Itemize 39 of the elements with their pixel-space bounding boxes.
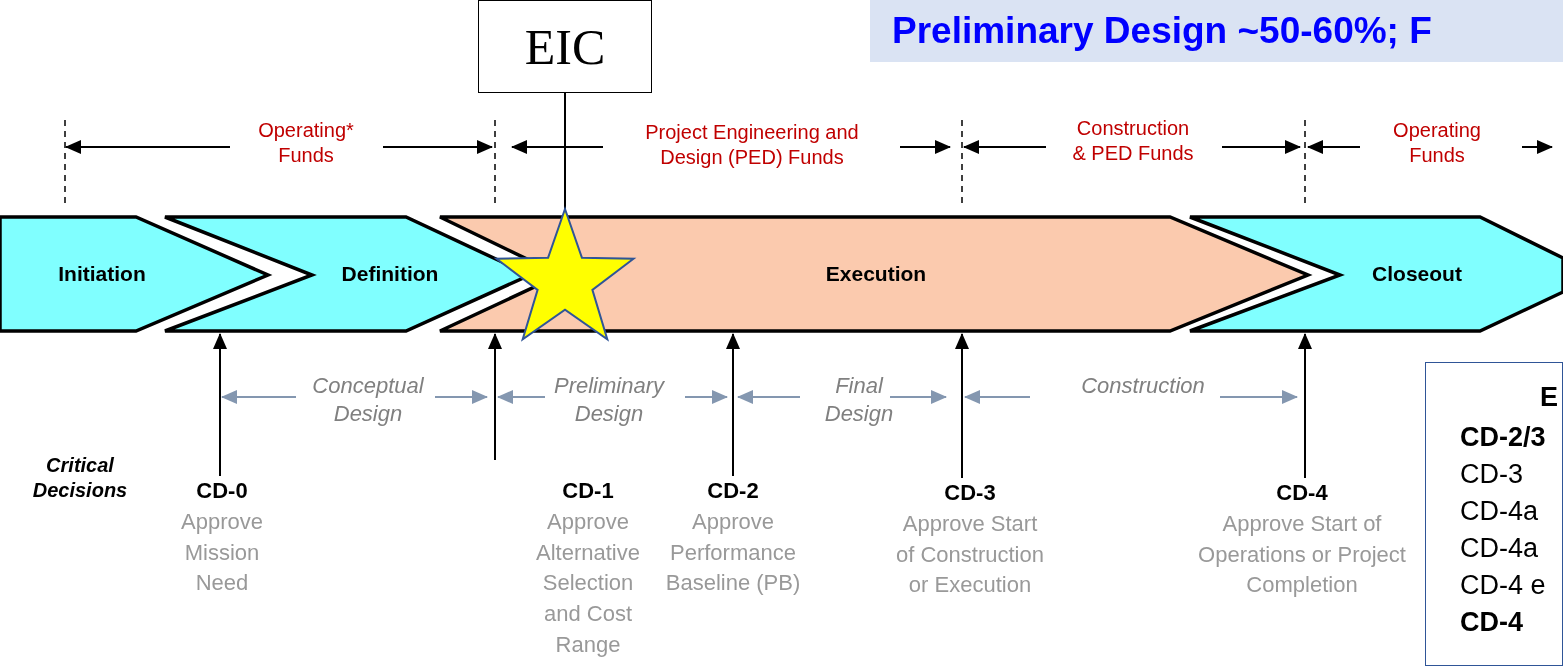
phase-label: Definition [341, 262, 439, 286]
funding-label: Operating* Funds [257, 118, 355, 168]
funding-label: Operating Funds [1392, 118, 1482, 168]
decision-description: Approve Mission Need [180, 507, 264, 598]
arrow [1298, 333, 1312, 479]
arrow [955, 333, 969, 479]
note-heading: E [1540, 381, 1558, 413]
decision-code: CD-4 [1275, 479, 1329, 507]
phase-label: Closeout [1372, 262, 1462, 286]
decision-code: CD-1 [561, 477, 615, 505]
title-banner: Preliminary Design ~50-60%; F [870, 0, 1563, 62]
decision-description: Approve Performance Baseline (PB) [664, 507, 802, 598]
decision-code: CD-3 [943, 479, 997, 507]
decision-code: CD-0 [195, 477, 249, 505]
decision-description: Approve Start of Operations or Project Completion [1197, 509, 1407, 600]
phase-span-label: Preliminary Design [553, 372, 666, 427]
decision-code: CD-2 [706, 477, 760, 505]
note-box [1425, 362, 1563, 666]
phase-label: Initiation [58, 262, 146, 286]
arrow [213, 333, 227, 477]
note-item: CD-2/3 [1460, 421, 1546, 453]
phase-span-label: Construction [1080, 372, 1206, 400]
label-box: EIC [478, 0, 652, 93]
decision-description: Approve Start of Construction or Execution [895, 509, 1045, 600]
arrow [488, 333, 502, 461]
note-item: CD-4 [1460, 606, 1523, 638]
row-heading: Critical Decisions [31, 453, 129, 503]
note-item: CD-4a [1460, 495, 1539, 527]
phase-span-label: Conceptual Design [311, 372, 425, 427]
phase-span-label: Final Design [823, 372, 895, 427]
note-item: CD-4a [1460, 532, 1539, 564]
decision-description: Approve Alternative Selection and Cost Range [535, 507, 641, 659]
note-item: CD-3 [1460, 458, 1523, 490]
funding-label: Project Engineering and Design (PED) Funds [644, 120, 860, 170]
star-icon [493, 205, 637, 342]
phase-label: Execution [825, 262, 927, 286]
note-item: CD-4 e [1460, 569, 1546, 601]
arrow [726, 333, 740, 477]
funding-label: Construction & PED Funds [1071, 116, 1195, 166]
